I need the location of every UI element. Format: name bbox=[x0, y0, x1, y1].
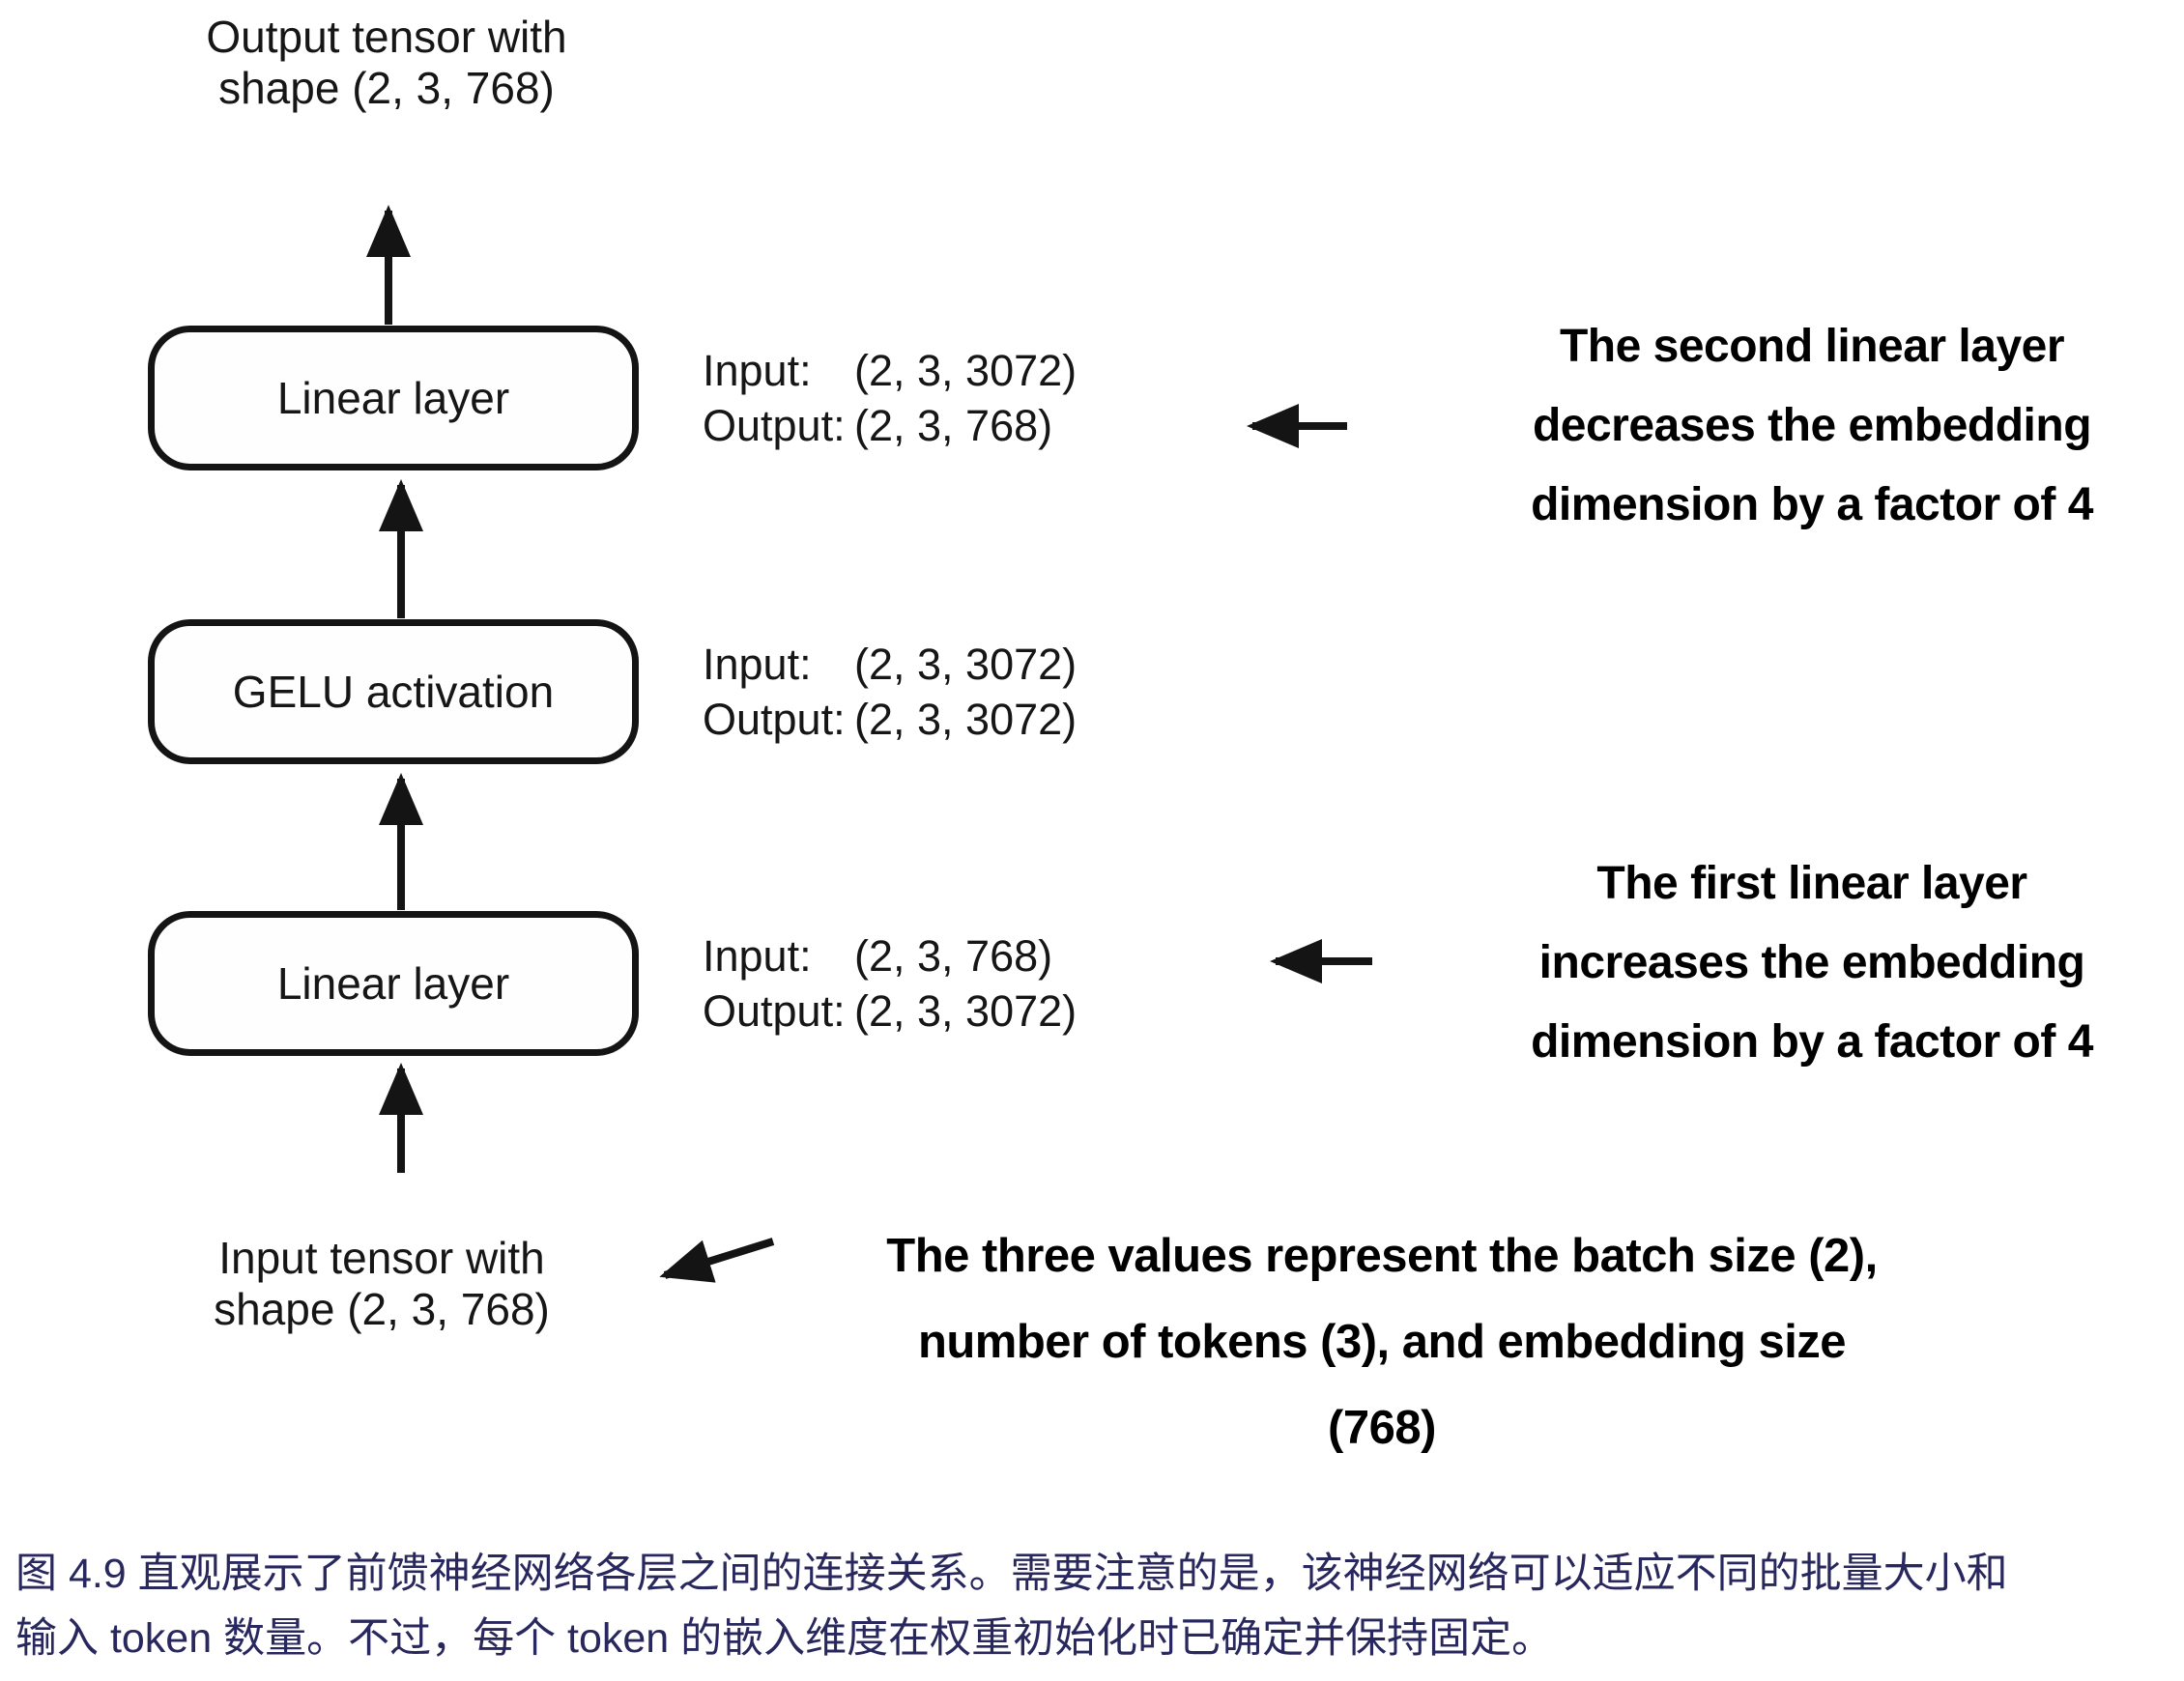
io-output-label: Output: bbox=[703, 986, 846, 1036]
output-tensor-label: Output tensor with shape (2, 3, 768) bbox=[58, 12, 715, 115]
linear-layer-1-box: Linear layer bbox=[148, 911, 639, 1056]
callout-line: dimension by a factor of 4 bbox=[1531, 479, 2093, 530]
callout-second-linear: The second linear layer decreases the em… bbox=[1440, 307, 2184, 545]
io-input-label: Input: bbox=[703, 640, 812, 689]
io-output-row: Output:(2, 3, 3072) bbox=[703, 692, 1077, 747]
callout-tensor-values: The three values represent the batch siz… bbox=[812, 1213, 1952, 1471]
io-output-value: (2, 3, 3072) bbox=[854, 986, 1078, 1036]
io-output-label: Output: bbox=[703, 695, 846, 744]
input-tensor-label: Input tensor with shape (2, 3, 768) bbox=[111, 1233, 652, 1336]
callout-line: The second linear layer bbox=[1559, 321, 2065, 372]
io-input-row: Input: (2, 3, 768) bbox=[703, 928, 1077, 983]
io-input-label: Input: bbox=[703, 931, 812, 981]
io-shapes-gelu: Input: (2, 3, 3072) Output:(2, 3, 3072) bbox=[703, 637, 1077, 747]
input-tensor-line2: shape (2, 3, 768) bbox=[214, 1284, 550, 1335]
io-input-value: (2, 3, 768) bbox=[854, 931, 1053, 981]
arrow-diag-to-input-tensor-icon bbox=[659, 1238, 775, 1283]
gelu-activation-box: GELU activation bbox=[148, 619, 639, 764]
io-output-row: Output:(2, 3, 768) bbox=[703, 398, 1077, 453]
callout-line: decreases the embedding bbox=[1532, 400, 2092, 451]
callout-line: increases the embedding bbox=[1538, 937, 2085, 988]
io-input-value: (2, 3, 3072) bbox=[854, 640, 1078, 689]
callout-first-linear: The first linear layer increases the emb… bbox=[1440, 844, 2184, 1082]
io-input-value: (2, 3, 3072) bbox=[854, 346, 1078, 395]
linear-layer-2-label: Linear layer bbox=[276, 373, 510, 423]
io-output-value: (2, 3, 768) bbox=[854, 401, 1053, 450]
io-output-value: (2, 3, 3072) bbox=[854, 695, 1078, 744]
output-tensor-line2: shape (2, 3, 768) bbox=[218, 63, 555, 114]
io-shapes-linear2: Input: (2, 3, 3072) Output:(2, 3, 768) bbox=[703, 343, 1077, 453]
io-output-label: Output: bbox=[703, 401, 846, 450]
callout-line: number of tokens (3), and embedding size bbox=[917, 1316, 1847, 1368]
io-input-label: Input: bbox=[703, 346, 812, 395]
io-shapes-linear1: Input: (2, 3, 768) Output:(2, 3, 3072) bbox=[703, 928, 1077, 1039]
linear-layer-1-label: Linear layer bbox=[276, 958, 510, 1009]
output-tensor-line1: Output tensor with bbox=[206, 12, 567, 62]
gelu-activation-label: GELU activation bbox=[232, 667, 555, 717]
io-input-row: Input: (2, 3, 3072) bbox=[703, 637, 1077, 692]
caption-line1: 图 4.9 直观展示了前馈神经网络各层之间的连接关系。需要注意的是，该神经网络可… bbox=[15, 1551, 2008, 1597]
caption-line2: 输入 token 数量。不过，每个 token 的嵌入维度在权重初始化时已确定并… bbox=[15, 1615, 1554, 1662]
callout-line: dimension by a factor of 4 bbox=[1531, 1016, 2093, 1068]
linear-layer-2-box: Linear layer bbox=[148, 326, 639, 470]
callout-line: (768) bbox=[1328, 1402, 1436, 1454]
input-tensor-line1: Input tensor with bbox=[218, 1233, 545, 1283]
io-input-row: Input: (2, 3, 3072) bbox=[703, 343, 1077, 398]
io-output-row: Output:(2, 3, 3072) bbox=[703, 983, 1077, 1039]
figure-caption: 图 4.9 直观展示了前馈神经网络各层之间的连接关系。需要注意的是，该神经网络可… bbox=[15, 1542, 2180, 1671]
callout-line: The first linear layer bbox=[1596, 858, 2027, 909]
callout-line: The three values represent the batch siz… bbox=[886, 1230, 1878, 1282]
